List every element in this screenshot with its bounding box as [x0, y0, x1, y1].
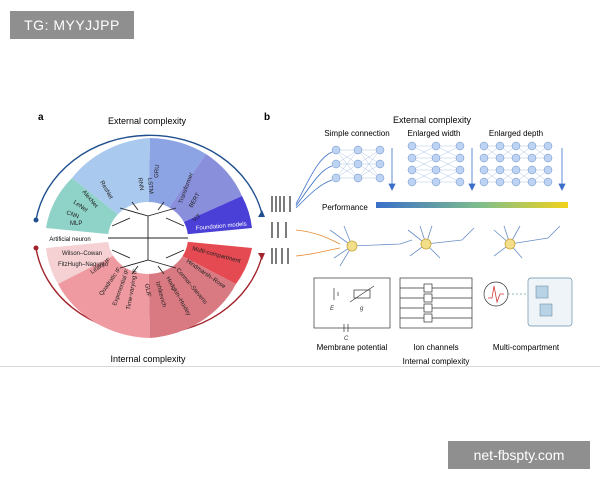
figure-svg: a External complexity Internal complexit…	[33, 112, 573, 366]
panel-b-external-title: External complexity	[393, 115, 472, 125]
item-vit: ViT	[192, 213, 203, 223]
performance-label: Performance	[322, 203, 368, 212]
item-mlp: MLP	[70, 221, 82, 227]
item-foundation-models: Foundation models	[196, 222, 247, 232]
circuit-symbols: E g C	[330, 306, 364, 342]
watermark-bottom: net-fbspty.com	[448, 441, 590, 469]
network-width	[407, 141, 465, 187]
panel-b-label: b	[264, 112, 270, 123]
column-simple: Simple connection	[324, 129, 389, 138]
item-cnn: CNN	[65, 210, 79, 220]
symbol-e: E	[330, 306, 335, 312]
phylo-tree	[108, 201, 188, 275]
item-gru: GRU	[154, 164, 161, 178]
external-arc-arrow	[258, 210, 265, 217]
neuron-1	[329, 225, 413, 267]
column-depth: Enlarged depth	[489, 129, 543, 138]
watermark-top: TG: MYYJJPP	[10, 11, 134, 39]
internal-arc-arrow	[258, 253, 265, 260]
panel-a-external-title: External complexity	[108, 116, 187, 126]
internal-arc-start	[33, 245, 39, 251]
panel-b-internal-title: Internal complexity	[403, 357, 470, 366]
label-membrane-potential: Membrane potential	[317, 343, 388, 352]
panel-a-internal-title: Internal complexity	[110, 354, 186, 364]
panel-a-label: a	[38, 112, 44, 123]
multi-compartment-inset	[483, 277, 573, 327]
performance-bar	[376, 202, 568, 208]
network-simple	[331, 145, 385, 183]
symbol-g: g	[360, 306, 364, 312]
neuron-3	[493, 225, 561, 259]
spike-raster	[271, 196, 291, 264]
item-glif: GLIF	[143, 283, 151, 298]
down-arrows	[388, 148, 566, 191]
item-rnn: RNN	[136, 177, 144, 191]
network-depth	[479, 141, 553, 187]
input-connections	[295, 151, 341, 257]
item-wilson-cowan: Wilson–Cowan	[62, 251, 102, 257]
external-arc-start	[33, 217, 39, 223]
neuron-2	[407, 225, 475, 259]
figure: a External complexity Internal complexit…	[0, 98, 600, 370]
symbol-c: C	[344, 336, 349, 342]
item-lstm: LSTM	[146, 178, 153, 194]
center-label: Artificial neuron	[49, 237, 90, 243]
item-fitzhugh-nagumo: FitzHugh–Nagumo	[58, 262, 109, 268]
circuit-ion-channels	[399, 277, 473, 329]
circuit-membrane	[313, 277, 391, 332]
label-ion-channels: Ion channels	[413, 343, 458, 352]
label-multi-compartment: Multi-compartment	[493, 343, 560, 352]
divider	[0, 366, 600, 367]
external-arc	[35, 134, 263, 221]
column-width: Enlarged width	[408, 129, 461, 138]
